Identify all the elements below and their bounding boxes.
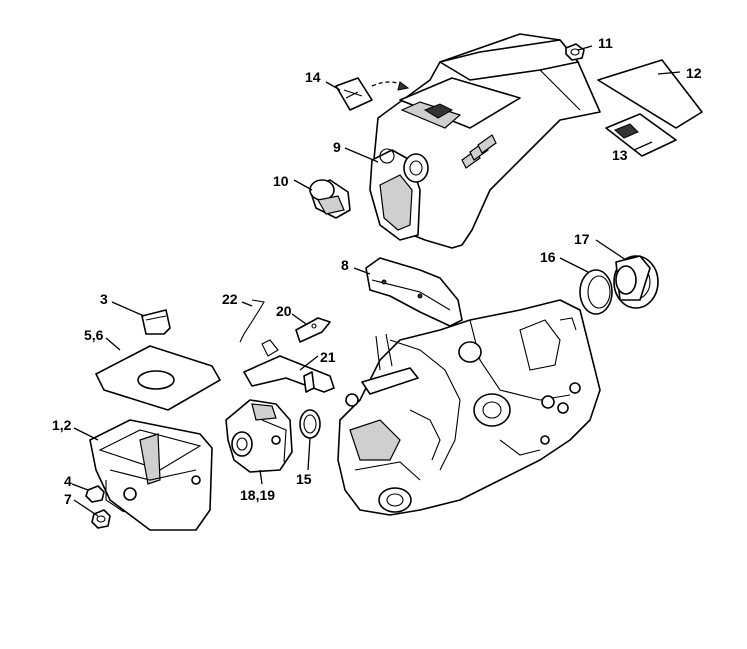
intake-manifold-17[interactable] [613, 255, 659, 309]
carburetor-18-19[interactable] [225, 399, 293, 473]
shaft-assembly-21[interactable] [243, 339, 335, 393]
callout-13: 13 [612, 147, 628, 163]
nut-11[interactable] [565, 43, 585, 61]
callout-16: 16 [540, 249, 556, 265]
filter-element-3[interactable] [141, 309, 171, 335]
callout-7: 7 [64, 491, 72, 507]
decal-13[interactable] [605, 113, 677, 157]
callout-9: 9 [333, 139, 341, 155]
callout-4: 4 [64, 473, 72, 489]
filter-plate-5-6[interactable] [95, 345, 221, 411]
linkage-20[interactable] [295, 317, 331, 343]
nut-7[interactable] [91, 509, 111, 529]
decal-14[interactable] [335, 77, 373, 111]
callout-11: 11 [598, 35, 613, 51]
shroud-cover[interactable] [369, 33, 601, 249]
callout-20: 20 [276, 303, 292, 319]
callout-5-6: 5,6 [84, 327, 104, 343]
nut-4[interactable] [85, 485, 105, 503]
callout-10: 10 [273, 173, 289, 189]
label-sheet-12[interactable] [597, 59, 703, 129]
arrow-head-icon [397, 81, 410, 91]
baffle-8[interactable] [365, 257, 463, 327]
snap-ring-15[interactable] [299, 409, 321, 439]
cap-10[interactable] [309, 179, 351, 219]
ring-16[interactable] [579, 269, 613, 315]
callout-labels: 11 12 13 14 9 10 8 16 17 3 5,6 1,2 4 7 2… [52, 35, 702, 507]
rod-22[interactable] [239, 299, 265, 343]
callout-8: 8 [341, 257, 349, 273]
air-filter-housing-1-2[interactable] [89, 419, 213, 531]
callout-12: 12 [686, 65, 702, 81]
leader-lines [71, 45, 681, 517]
crankcase[interactable] [337, 299, 601, 516]
callout-21: 21 [320, 349, 336, 365]
callout-18-19: 18,19 [240, 487, 275, 503]
callout-1-2: 1,2 [52, 417, 72, 433]
callout-14: 14 [305, 69, 321, 85]
callout-15: 15 [296, 471, 312, 487]
callout-17: 17 [574, 231, 590, 247]
callout-22: 22 [222, 291, 238, 307]
callout-3: 3 [100, 291, 108, 307]
